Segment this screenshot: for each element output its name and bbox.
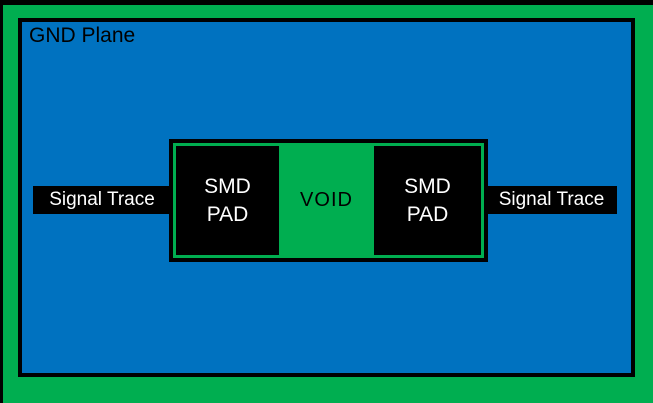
signal-trace-left: Signal Trace (33, 186, 171, 214)
smd-pad-left-label-line2: PAD (206, 202, 249, 226)
signal-trace-right: Signal Trace (486, 186, 617, 214)
void-label: VOID (300, 189, 353, 211)
smd-pad-left-label-line1: SMD (204, 174, 251, 198)
void-region: VOID (279, 146, 374, 255)
smd-pad-left: SMD PAD (176, 146, 279, 255)
gnd-plane-label: GND Plane (29, 24, 136, 47)
smd-pad-right-label-line2: PAD (406, 202, 449, 226)
smd-pad-right-label-line1: SMD (404, 174, 451, 198)
pad-void-assembly: SMD PAD VOID SMD PAD (169, 139, 488, 262)
smd-pad-right: SMD PAD (374, 146, 481, 255)
signal-trace-left-label: Signal Trace (49, 189, 155, 210)
signal-trace-right-label: Signal Trace (498, 189, 605, 210)
